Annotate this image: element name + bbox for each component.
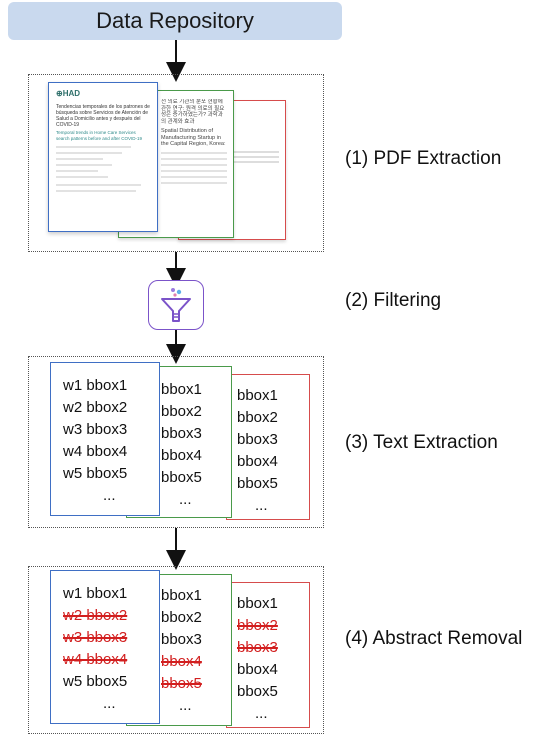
removal-page-2-words: bbox1 bbox2 bbox3 bbox4 bbox5 ... [127,575,231,717]
text-line: bbox1 [237,387,278,404]
text-line: bbox3 [161,631,202,648]
text-line: bbox2 [237,409,278,426]
text-page-3: bbox1 bbox2 bbox3 bbox4 bbox5 ... [226,374,310,520]
text-line: w2 bbox2 [63,399,128,416]
text-line: w5 bbox5 [63,465,128,482]
text-page-3-words: bbox1 bbox2 bbox3 bbox4 bbox5 ... [227,375,309,517]
text-page-2-words: bbox1 bbox2 bbox3 bbox4 bbox5 ... [127,367,231,511]
text-line: bbox4 [237,453,278,470]
removed-text-line: w2 bbox2 [63,607,128,624]
removed-text-line: w3 bbox3 [63,629,128,646]
text-line: bbox1 [161,587,202,604]
text-line: bbox5 [237,475,278,492]
data-repository-label: Data Repository [96,8,254,33]
text-line: ... [255,497,268,514]
text-line: bbox2 [161,609,202,626]
data-repository-box: Data Repository [8,2,342,40]
text-line: bbox3 [237,431,278,448]
text-page-1-words: w1 bbox1 w2 bbox2 w3 bbox3 w4 bbox4 w5 b… [51,363,159,507]
funnel-filter-icon [161,288,191,322]
text-line: bbox4 [161,447,202,464]
text-line: bbox5 [161,469,202,486]
text-line: ... [179,491,192,508]
removal-page-1-words: w1 bbox1 w2 bbox2 w3 bbox3 w4 bbox4 w5 b… [51,571,159,715]
pdf-page-1: ⊕HAD Tendencias temporales de los patron… [48,82,158,232]
removed-text-line: bbox5 [161,675,202,692]
pdf-page2-title-en: Spatial Distribution of Manufacturing St… [161,128,226,148]
pdf-extraction-group [28,74,324,252]
pdf-page1-title-en: Temporal trends in Home Care Services se… [56,130,143,141]
text-line: w1 bbox1 [63,377,128,394]
text-line: w1 bbox1 [63,585,128,602]
text-page-1: w1 bbox1 w2 bbox2 w3 bbox3 w4 bbox4 w5 b… [50,362,160,516]
text-line: bbox4 [237,661,278,678]
removed-text-line: w4 bbox4 [63,651,128,668]
stage-2-label: (2) Filtering [345,290,442,311]
text-line: w4 bbox4 [63,443,128,460]
text-line: bbox1 [237,595,278,612]
text-line: bbox1 [161,381,202,398]
stage-1-label: (1) PDF Extraction [345,148,502,169]
removal-page-3: bbox1 bbox2 bbox3 bbox4 bbox5 ... [226,582,310,728]
text-line: bbox2 [161,403,202,420]
stage-4-label: (4) Abstract Removal [345,628,523,649]
text-line: ... [179,697,192,714]
pdf-page2-title-ko: 전 의료 기관의 분포 현황에 관한 연구: 원격 의료의 필요성은 증가하였는… [161,99,225,125]
abstract-removal-group [28,566,324,734]
pdf-logo: ⊕HAD [56,89,81,98]
text-line: ... [103,487,116,504]
removal-page-1: w1 bbox1 w2 bbox2 w3 bbox3 w4 bbox4 w5 b… [50,570,160,724]
text-extraction-group [28,356,324,528]
removed-text-line: bbox2 [237,617,278,634]
text-line: bbox3 [161,425,202,442]
removal-page-3-words: bbox1 bbox2 bbox3 bbox4 bbox5 ... [227,583,309,725]
pdf-page1-title-es: Tendencias temporales de los patrones de… [56,104,150,128]
stage-3-label: (3) Text Extraction [345,432,498,453]
text-line: w3 bbox3 [63,421,128,438]
text-line: w5 bbox5 [63,673,128,690]
text-line: ... [255,705,268,722]
text-line: ... [103,695,116,712]
filter-box [148,280,204,330]
text-line: bbox5 [237,683,278,700]
removed-text-line: bbox3 [237,639,278,656]
removed-text-line: bbox4 [161,653,202,670]
